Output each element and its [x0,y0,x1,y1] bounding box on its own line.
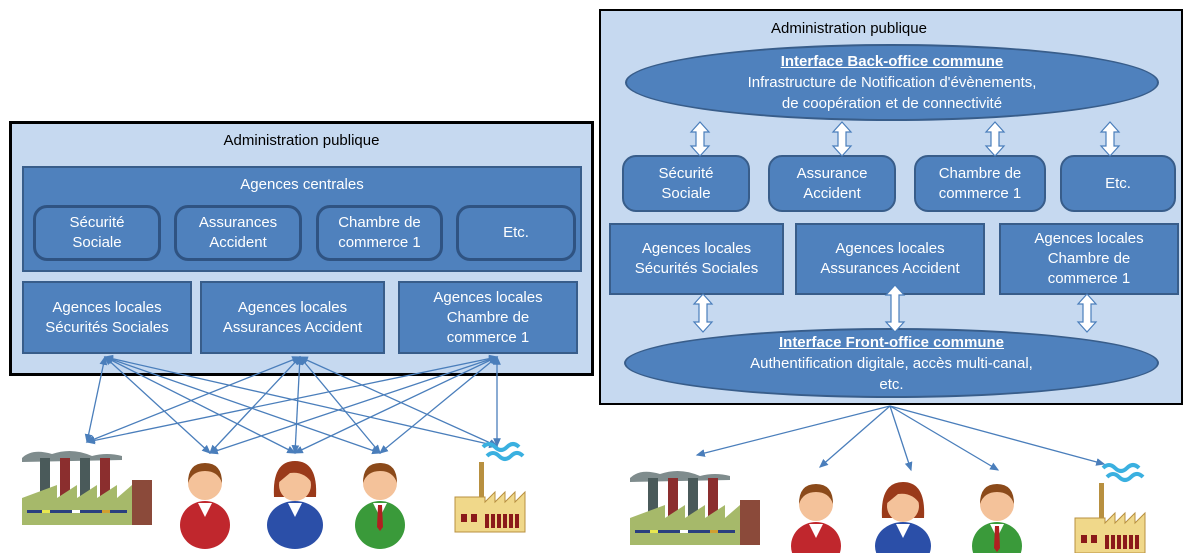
man-red-icon [180,463,230,549]
left-central-item-2: Assurances Accident [174,205,302,261]
factory-yellow-icon [453,442,527,534]
frontoffice-body: Authentification digitale, accès multi-c… [750,354,1033,393]
backoffice-title: Interface Back-office commune [780,53,1004,70]
frontoffice-title: Interface Front-office commune [778,333,1005,351]
left-connector-lines [84,354,501,455]
right-agency-3: Chambre de commerce 1 [914,155,1046,212]
central-agencies-label: Agences centrales [240,176,364,193]
left-central-item-4: Etc. [456,205,576,261]
left-central-item-3: Chambre de commerce 1 [316,205,443,261]
backoffice-ellipse: Interface Back-office commune Infrastruc… [625,44,1159,121]
left-local-2: Agences locales Assurances Accident [200,281,385,354]
left-local-3: Agences locales Chambre de commerce 1 [398,281,578,354]
right-local-3: Agences locales Chambre de commerce 1 [999,223,1179,295]
left-admin-title: Administration publique [223,132,380,149]
factory-yellow-icon-right [1073,463,1147,553]
backoffice-body: Infrastructure de Notification d'évèneme… [747,74,1037,112]
man-green-icon-right [972,484,1022,553]
man-green-icon [355,463,405,549]
left-central-item-1: Sécurité Sociale [33,205,161,261]
woman-blue-icon-right [875,482,931,553]
right-agency-1: Sécurité Sociale [622,155,750,212]
factory-gray-icon-right [630,470,760,545]
frontoffice-ellipse: Interface Front-office commune Authentif… [624,328,1159,398]
right-local-1: Agences locales Sécurités Sociales [609,223,784,295]
factory-gray-icon [22,450,152,525]
vertical-double-arrows [689,121,1121,333]
left-local-1: Agences locales Sécurités Sociales [22,281,192,354]
right-connector-lines [695,405,1106,472]
woman-blue-icon [267,461,323,549]
right-agency-4: Etc. [1060,155,1176,212]
right-agency-2: Assurance Accident [768,155,896,212]
man-red-icon-right [791,484,841,553]
right-admin-title: Administration publique [771,20,927,37]
